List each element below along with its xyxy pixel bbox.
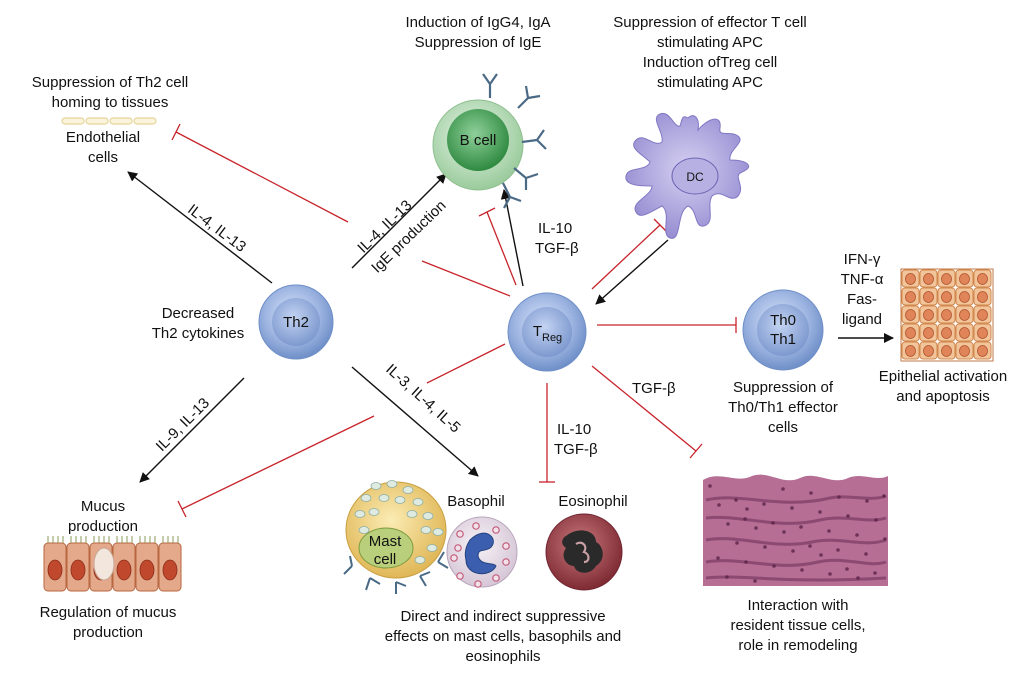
label-th2-granulocytes: IL-3, IL-4, IL-5 — [382, 361, 463, 437]
dc-effect-text: Suppression of effector T cell stimulati… — [613, 14, 806, 91]
mucus-epithelium-icon — [43, 536, 182, 592]
arrow-th2-mucus — [139, 377, 245, 483]
mast-label-2: cell — [374, 551, 397, 568]
svg-text:Interaction with: Interaction with — [748, 597, 849, 614]
svg-text:Direct and indirect suppressiv: Direct and indirect suppressive — [400, 608, 605, 625]
svg-text:stimulating APC: stimulating APC — [657, 34, 763, 51]
th0-label: Th0 — [770, 312, 796, 329]
endothelium-icon — [61, 117, 157, 125]
svg-text:cells: cells — [768, 419, 798, 436]
th2-homing-text: Suppression of Th2 cell homing to tissue… — [32, 74, 188, 111]
dendritic-cell: DC — [625, 112, 750, 239]
label-th2-endothelial: IL-4, IL-13 — [184, 201, 249, 256]
label-treg-eos-2: TGF-β — [554, 441, 598, 458]
svg-text:production: production — [68, 518, 138, 535]
inhibit-mucus-line — [181, 415, 375, 510]
svg-text:Endothelial: Endothelial — [66, 129, 140, 146]
inhibit-tissue-line — [591, 365, 697, 452]
th2-cytokines-text: Decreased Th2 cytokines — [152, 305, 245, 342]
svg-text:resident tissue cells,: resident tissue cells, — [730, 617, 865, 634]
label-treg-eos-1: IL-10 — [557, 421, 591, 438]
label-treg-tissue: TGF-β — [632, 380, 676, 397]
th2-cell: Th2 — [258, 284, 334, 360]
svg-text:Mucus: Mucus — [81, 498, 125, 515]
th2-label: Th2 — [283, 314, 309, 331]
arrow-dc-treg — [595, 239, 669, 305]
svg-text:Suppression of: Suppression of — [733, 379, 834, 396]
inhibit-dc-line — [591, 224, 661, 290]
b-cell: B cell — [432, 73, 547, 209]
tissue-text: Interaction with resident tissue cells, … — [730, 597, 865, 654]
antibody-icon — [482, 73, 547, 209]
label-th2-mucus: IL-9, IL-13 — [153, 395, 213, 455]
treg-cell: T Reg — [507, 292, 587, 372]
label-treg-bcell-1: IL-10 — [538, 220, 572, 237]
mucus-text: Mucus production — [68, 498, 138, 535]
label-ifn: IFN-γ — [844, 251, 881, 268]
th0-th1-cell: Th0 Th1 — [742, 289, 824, 371]
inhibit-bcell-bar — [478, 207, 496, 217]
inhibit-bcell-line — [486, 211, 517, 286]
treg-label: T — [533, 323, 542, 340]
label-ligand: ligand — [842, 311, 882, 328]
svg-text:cells: cells — [88, 149, 118, 166]
b-cell-label: B cell — [460, 132, 497, 149]
inhibit-ige-line — [421, 260, 511, 297]
inhibit-endothelial-bar — [171, 123, 181, 141]
svg-text:production: production — [73, 624, 143, 641]
svg-text:and apoptosis: and apoptosis — [896, 388, 989, 405]
svg-text:homing to tissues: homing to tissues — [52, 94, 169, 111]
inhibit-tissue-bar — [689, 443, 703, 459]
svg-text:Decreased: Decreased — [162, 305, 235, 322]
tissue-histology-image — [703, 474, 888, 586]
svg-text:effects on mast cells, basophi: effects on mast cells, basophils and — [385, 628, 622, 645]
epithelial-tissue-icon — [900, 268, 994, 362]
label-fas: Fas- — [847, 291, 877, 308]
mast-label-1: Mast — [369, 533, 402, 550]
ige-receptor-icon — [343, 551, 449, 594]
basophil-cell: Basophil — [446, 493, 518, 588]
inhibit-endothelial-line — [175, 131, 349, 223]
svg-text:Suppression of Th2 cell: Suppression of Th2 cell — [32, 74, 188, 91]
label-tnf: TNF-α — [841, 271, 884, 288]
svg-text:Th0/Th1 effector: Th0/Th1 effector — [728, 399, 838, 416]
epithelial-text: Epithelial activation and apoptosis — [879, 368, 1007, 405]
svg-text:Induction ofTreg cell: Induction ofTreg cell — [643, 54, 778, 71]
treg-subscript: Reg — [542, 332, 562, 344]
arrow-th2-endothelial — [127, 171, 273, 284]
eosinophil-label: Eosinophil — [558, 493, 627, 510]
label-treg-bcell-2: TGF-β — [535, 240, 579, 257]
svg-text:Suppression of effector T cell: Suppression of effector T cell — [613, 14, 806, 31]
svg-text:eosinophils: eosinophils — [465, 648, 540, 665]
th1-label: Th1 — [770, 331, 796, 348]
eosinophil-cell: Eosinophil — [545, 493, 628, 591]
dc-label: DC — [686, 170, 704, 184]
endothelial-text: Endothelial cells — [66, 129, 140, 166]
activation-arrows — [127, 171, 894, 483]
mast-cell: Mast cell — [343, 480, 449, 594]
svg-text:role in remodeling: role in remodeling — [738, 637, 857, 654]
svg-text:stimulating APC: stimulating APC — [657, 74, 763, 91]
th0th1-effect-text: Suppression of Th0/Th1 effector cells — [728, 379, 838, 436]
inhibit-granulocyte-line — [426, 343, 506, 384]
svg-text:Regulation of mucus: Regulation of mucus — [40, 604, 177, 621]
bcell-effect-text: Induction of IgG4, IgA Suppression of Ig… — [405, 14, 550, 51]
arrow-th2-bcell — [351, 173, 447, 269]
arrow-treg-bcell — [500, 189, 524, 287]
mucus-regulation-text: Regulation of mucus production — [40, 604, 177, 641]
granulocytes-text: Direct and indirect suppressive effects … — [385, 608, 622, 665]
inhibit-mucus-bar — [177, 500, 187, 518]
inhibit-dc-bar — [653, 218, 667, 232]
inhibition-lines — [171, 123, 737, 518]
svg-text:Suppression of IgE: Suppression of IgE — [415, 34, 542, 51]
basophil-label: Basophil — [447, 493, 505, 510]
svg-text:Th2 cytokines: Th2 cytokines — [152, 325, 245, 342]
svg-text:Epithelial activation: Epithelial activation — [879, 368, 1007, 385]
arrow-th2-granulocytes — [351, 366, 479, 477]
svg-text:Induction of IgG4, IgA: Induction of IgG4, IgA — [405, 14, 550, 31]
